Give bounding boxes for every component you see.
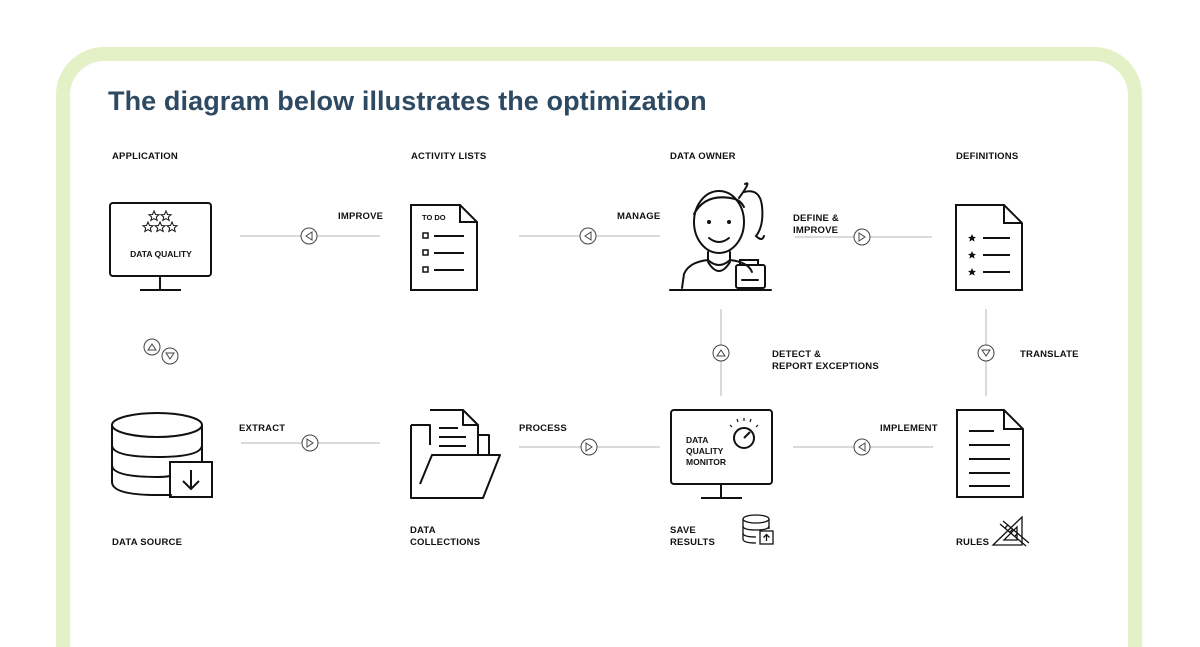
arrow-down-icon [161,347,179,365]
monitor-text-line3: MONITOR [686,457,726,467]
edge-implement-label: IMPLEMENT [880,423,938,434]
content-frame [56,47,1142,647]
edge-define-improve-label: DEFINE &IMPROVE [793,213,839,236]
arrow-left-icon [853,438,871,456]
diagram-canvas: DATA QUALITY TO DO [109,182,1030,547]
edge-process-label: PROCESS [519,423,567,434]
arrow-up-icon [712,344,730,362]
arrow-left-icon [300,227,318,245]
application-screen-text: DATA QUALITY [130,249,192,259]
rules-label: RULES [956,537,990,548]
rules-document-icon [956,409,1024,498]
arrow-right-icon [853,228,871,246]
arrow-right-icon [580,438,598,456]
data-owner-person-icon [669,182,772,291]
application-label: APPLICATION [112,151,178,162]
monitor-text-line1: DATA [686,435,708,445]
arrow-down-icon [977,344,995,362]
arrow-right-icon [301,434,319,452]
data-owner-label: DATA OWNER [670,151,736,162]
ruler-triangle-icon [991,515,1030,547]
stars-icon [141,209,179,233]
page-title: The diagram below illustrates the optimi… [108,86,707,116]
data-source-label: DATA SOURCE [112,537,183,548]
arrow-up-icon [143,338,161,356]
edge-manage-label: MANAGE [617,211,661,222]
definitions-stars [968,234,976,276]
edge-improve-label: IMPROVE [338,211,384,222]
folder-icon [410,409,501,499]
monitor-text-line2: QUALITY [686,446,724,456]
todo-list-icon [410,204,478,291]
database-upload-icon [742,514,774,545]
todo-text: TO DO [422,213,446,222]
edge-detect-report-label: DETECT &REPORT EXCEPTIONS [772,349,879,372]
edge-translate-label: TRANSLATE [1020,349,1079,360]
arrow-left-icon [579,227,597,245]
definitions-label: DEFINITIONS [956,151,1019,162]
activity-lists-label: ACTIVITY LISTS [411,151,487,162]
edge-extract-label: EXTRACT [239,423,286,434]
definitions-document-icon [955,204,1023,291]
monitor-icon [109,202,212,291]
database-download-icon [111,412,213,498]
monitor-gauge-icon [670,409,773,499]
connector-lines [240,235,987,448]
